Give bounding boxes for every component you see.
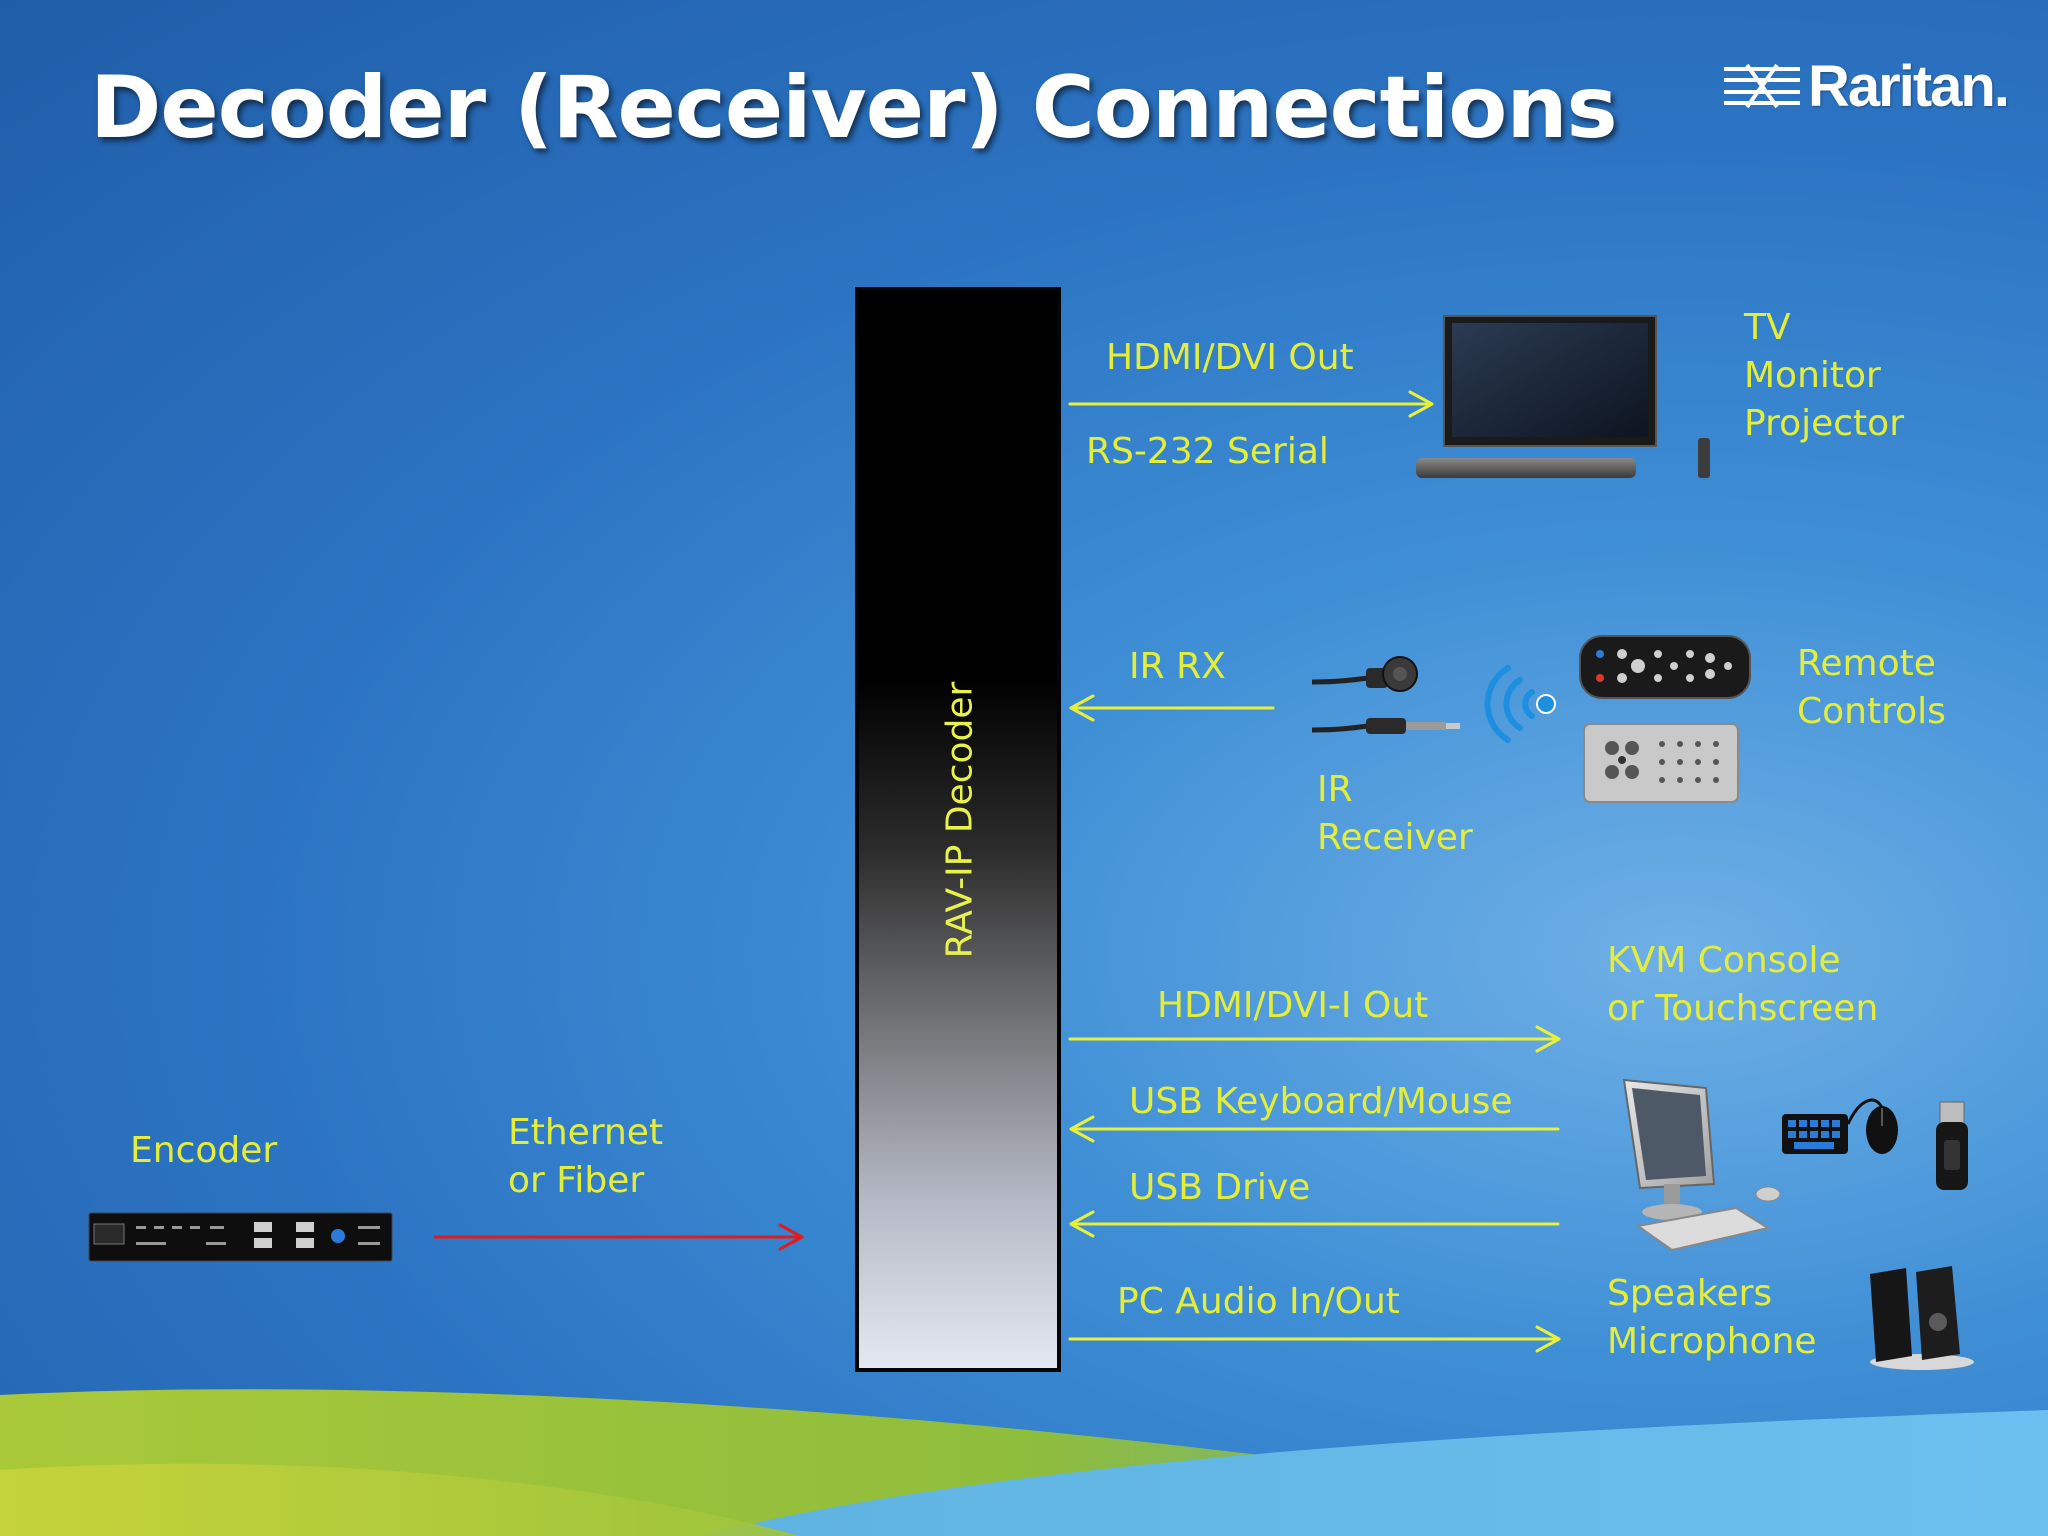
remote-control-icon: [1579, 635, 1751, 699]
label-display-devices: TV Monitor Projector: [1744, 304, 1904, 448]
label-monitor: Monitor: [1744, 355, 1881, 396]
label-usb-keyboard-mouse: USB Keyboard/Mouse: [1129, 1081, 1513, 1122]
label-kvm-line-1: KVM Console: [1607, 940, 1841, 981]
remote-control-flat-icon: [1583, 723, 1739, 803]
hill-blue: [700, 1410, 2048, 1536]
computer-monitor-icon: [1622, 1078, 1781, 1252]
keyboard-mouse-icon: [1782, 1098, 1898, 1154]
label-speakers: Speakers: [1607, 1273, 1773, 1314]
hill-yellow: [0, 1463, 800, 1536]
label-ethernet-line-1: Ethernet: [508, 1112, 664, 1153]
label-speakers-microphone: Speakers Microphone: [1607, 1270, 1817, 1366]
label-kvm-line-2: or Touchscreen: [1607, 988, 1879, 1029]
label-ir-receiver-line-1: IR: [1317, 769, 1353, 810]
arrow-ir-rx-head: [1069, 694, 1095, 722]
label-ir-rx: IR RX: [1129, 646, 1226, 687]
tv-monitor-icon: [1416, 315, 1710, 478]
arrow-hdmi-dvi-out-head: [1408, 390, 1434, 418]
wireless-signal-icon: [1484, 665, 1556, 743]
label-tv: TV: [1744, 307, 1791, 348]
raritan-logo: Raritan.: [1722, 54, 2010, 119]
label-projector: Projector: [1744, 403, 1904, 444]
ir-receiver-icon: [1311, 656, 1460, 734]
raritan-logo-icon: [1724, 63, 1800, 109]
arrow-hdmi-dvi-i-out-head: [1535, 1025, 1561, 1053]
encoder-device-icon: [88, 1212, 393, 1262]
label-ir-receiver: IR Receiver: [1317, 766, 1473, 862]
logo-wordmark: Raritan.: [1808, 53, 2010, 119]
slide-title: Decoder (Receiver) Connections: [90, 58, 1618, 158]
arrow-usb-keyboard-mouse-head: [1069, 1115, 1095, 1143]
label-remote-line-1: Remote: [1797, 643, 1936, 684]
label-pc-audio: PC Audio In/Out: [1117, 1281, 1400, 1322]
arrow-usb-drive-head: [1069, 1210, 1095, 1238]
speakers-icon: [1870, 1266, 1974, 1370]
arrow-pc-audio-head: [1535, 1325, 1561, 1353]
label-ir-receiver-line-2: Receiver: [1317, 817, 1473, 858]
label-hdmi-dvi-i-out: HDMI/DVI-I Out: [1157, 985, 1429, 1026]
arrow-ethernet-fiber-head: [778, 1223, 804, 1251]
usb-drive-icon: [1936, 1101, 1968, 1190]
label-usb-drive: USB Drive: [1129, 1167, 1311, 1208]
label-encoder: Encoder: [130, 1130, 278, 1171]
label-ethernet-line-2: or Fiber: [508, 1160, 645, 1201]
decoder-box: [855, 287, 1061, 1372]
label-hdmi-dvi-out: HDMI/DVI Out: [1106, 337, 1354, 378]
label-ethernet-fiber: Ethernet or Fiber: [508, 1109, 663, 1205]
label-remote-controls: Remote Controls: [1797, 640, 1946, 736]
label-microphone: Microphone: [1607, 1321, 1817, 1362]
label-remote-line-2: Controls: [1797, 691, 1946, 732]
label-rs232-serial: RS-232 Serial: [1086, 431, 1329, 472]
label-kvm-console: KVM Console or Touchscreen: [1607, 937, 1878, 1033]
